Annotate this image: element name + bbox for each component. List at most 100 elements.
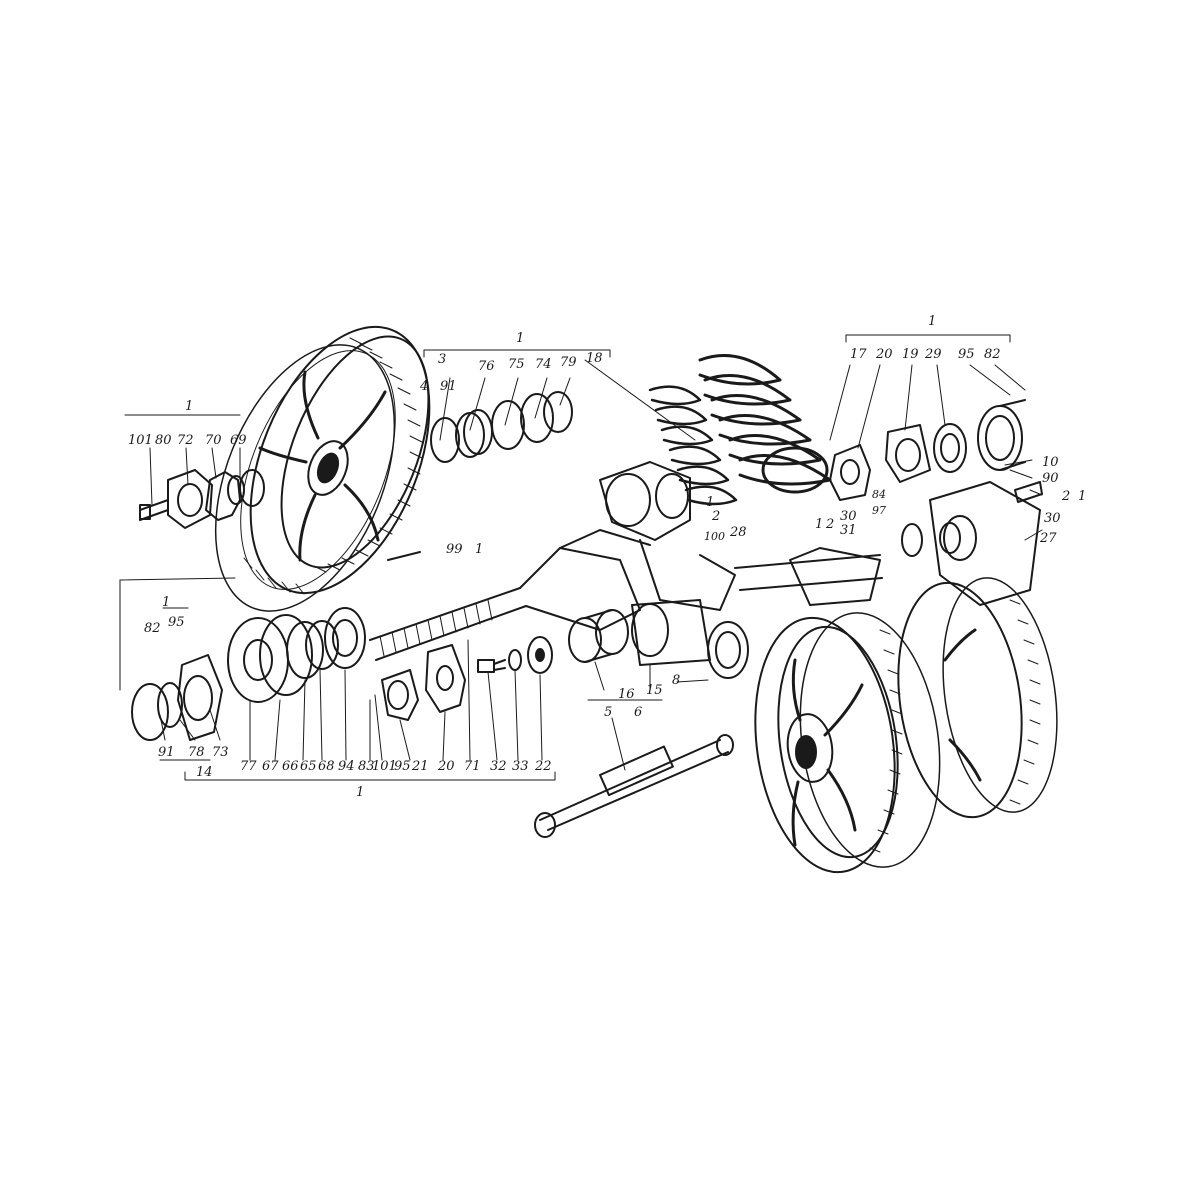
- leader-lines: [119, 334, 1043, 781]
- callout-label: 22: [534, 759, 552, 774]
- callout-label: 66: [282, 759, 299, 774]
- shaft-splines: [379, 599, 493, 657]
- disk-22: [527, 636, 553, 674]
- callout-label: 17: [850, 347, 867, 362]
- callout-label: 80: [155, 433, 172, 448]
- callout-label: 94: [338, 759, 355, 774]
- callout-label: 32: [490, 759, 507, 774]
- callout-label: 91: [440, 379, 457, 394]
- spring-large: [698, 354, 832, 494]
- callout-label: 15: [646, 683, 663, 698]
- housing-27: [929, 481, 1041, 606]
- right-wheel-tread: [869, 599, 1041, 853]
- flange-19: [885, 424, 931, 483]
- callout-label: 95: [394, 759, 411, 774]
- lock-washer-72: [205, 471, 241, 521]
- callout-label: 10: [1042, 455, 1059, 470]
- bearing-housing-8: [707, 621, 749, 679]
- callout-label: 95: [168, 615, 185, 630]
- flange-plates-67-65: [227, 614, 339, 703]
- bolt-part-101-top: [139, 499, 169, 521]
- callout-label: 75: [508, 357, 525, 372]
- callout-label: 21: [411, 759, 429, 774]
- callout-label: 1: [706, 495, 714, 510]
- callout-label: 79: [560, 355, 577, 370]
- bolt-32: [477, 659, 506, 673]
- callout-label: 65: [300, 759, 317, 774]
- nut-part-80: [167, 469, 213, 529]
- bushing-16: [568, 609, 629, 663]
- callout-label: 97: [872, 504, 886, 517]
- callout-label: 33: [512, 759, 529, 774]
- callout-label: 4: [419, 379, 428, 394]
- callout-label: 82: [144, 621, 161, 636]
- callout-label: 3: [438, 352, 446, 367]
- spring-small: [648, 385, 738, 506]
- main-axle-shaft: [369, 529, 883, 661]
- ring-91-bottom: [131, 683, 169, 741]
- callout-label: 5: [604, 705, 612, 720]
- right-road-wheel-front: [754, 612, 941, 874]
- callout-label: 18: [586, 351, 603, 366]
- seal-rings-set: [430, 391, 573, 463]
- shock-absorber-5: [534, 734, 734, 838]
- callout-label: 72: [177, 433, 194, 448]
- callout-label: 77: [240, 759, 257, 774]
- left-wheel-tread: [243, 337, 423, 595]
- callout-label: 27: [1039, 531, 1057, 546]
- callout-label: 95: [958, 347, 975, 362]
- rings-70-69: [227, 469, 265, 507]
- callout-label: 20: [437, 759, 455, 774]
- callout-label: 83: [358, 759, 375, 774]
- callout-label: 1: [516, 331, 524, 346]
- callout-label: 19: [902, 347, 919, 362]
- callout-label: 76: [478, 359, 495, 374]
- cap-21: [381, 669, 419, 721]
- callout-label: 8: [672, 673, 680, 688]
- callout-label: 68: [318, 759, 335, 774]
- bushing-10-90: [977, 399, 1026, 471]
- callout-label: 90: [1042, 471, 1059, 486]
- callout-labels: 1 3 4 91 76 75 74 79 18 1 101 80 72 70 6…: [128, 314, 1086, 800]
- callout-label: 82: [984, 347, 1001, 362]
- callout-label: 1: [1078, 489, 1086, 504]
- callout-label: 100: [704, 530, 725, 543]
- seal-78: [157, 682, 183, 728]
- callout-label: 69: [230, 433, 247, 448]
- callout-label: 2: [711, 509, 720, 524]
- bearing-94: [324, 607, 366, 669]
- callout-label: 16: [618, 687, 635, 702]
- callout-label: 84: [872, 488, 886, 501]
- callout-label: 74: [535, 357, 552, 372]
- callout-label: 1: [356, 785, 364, 800]
- callout-label: 1: [162, 595, 170, 610]
- callout-label: 14: [196, 765, 213, 780]
- ring-30-31: [901, 481, 1043, 557]
- callout-label: 2: [825, 517, 834, 532]
- callout-label: 73: [212, 745, 229, 760]
- callout-label: 101: [372, 759, 397, 774]
- bearing-29: [933, 423, 967, 473]
- cover-73: [177, 654, 223, 741]
- callout-label: 1: [475, 542, 483, 557]
- callout-label: 29: [924, 347, 942, 362]
- balancer-bracket: [599, 461, 736, 666]
- callout-label: 78: [188, 745, 205, 760]
- callout-label: 2: [1061, 489, 1070, 504]
- callout-label: 30: [840, 509, 857, 524]
- pin-99: [387, 551, 421, 561]
- callout-label: 28: [729, 525, 747, 540]
- right-road-wheel-rear: [897, 577, 1058, 819]
- left-road-wheel: [214, 325, 431, 612]
- callout-label: 1: [815, 517, 823, 532]
- callout-label: 101: [128, 433, 153, 448]
- callout-label: 31: [840, 523, 857, 538]
- callout-label: 1: [928, 314, 936, 329]
- gasket-20-bottom: [425, 644, 466, 713]
- callout-label: 99: [446, 542, 463, 557]
- callout-label: 1: [185, 399, 193, 414]
- gasket-20-top: [829, 444, 871, 501]
- callout-label: 91: [158, 745, 175, 760]
